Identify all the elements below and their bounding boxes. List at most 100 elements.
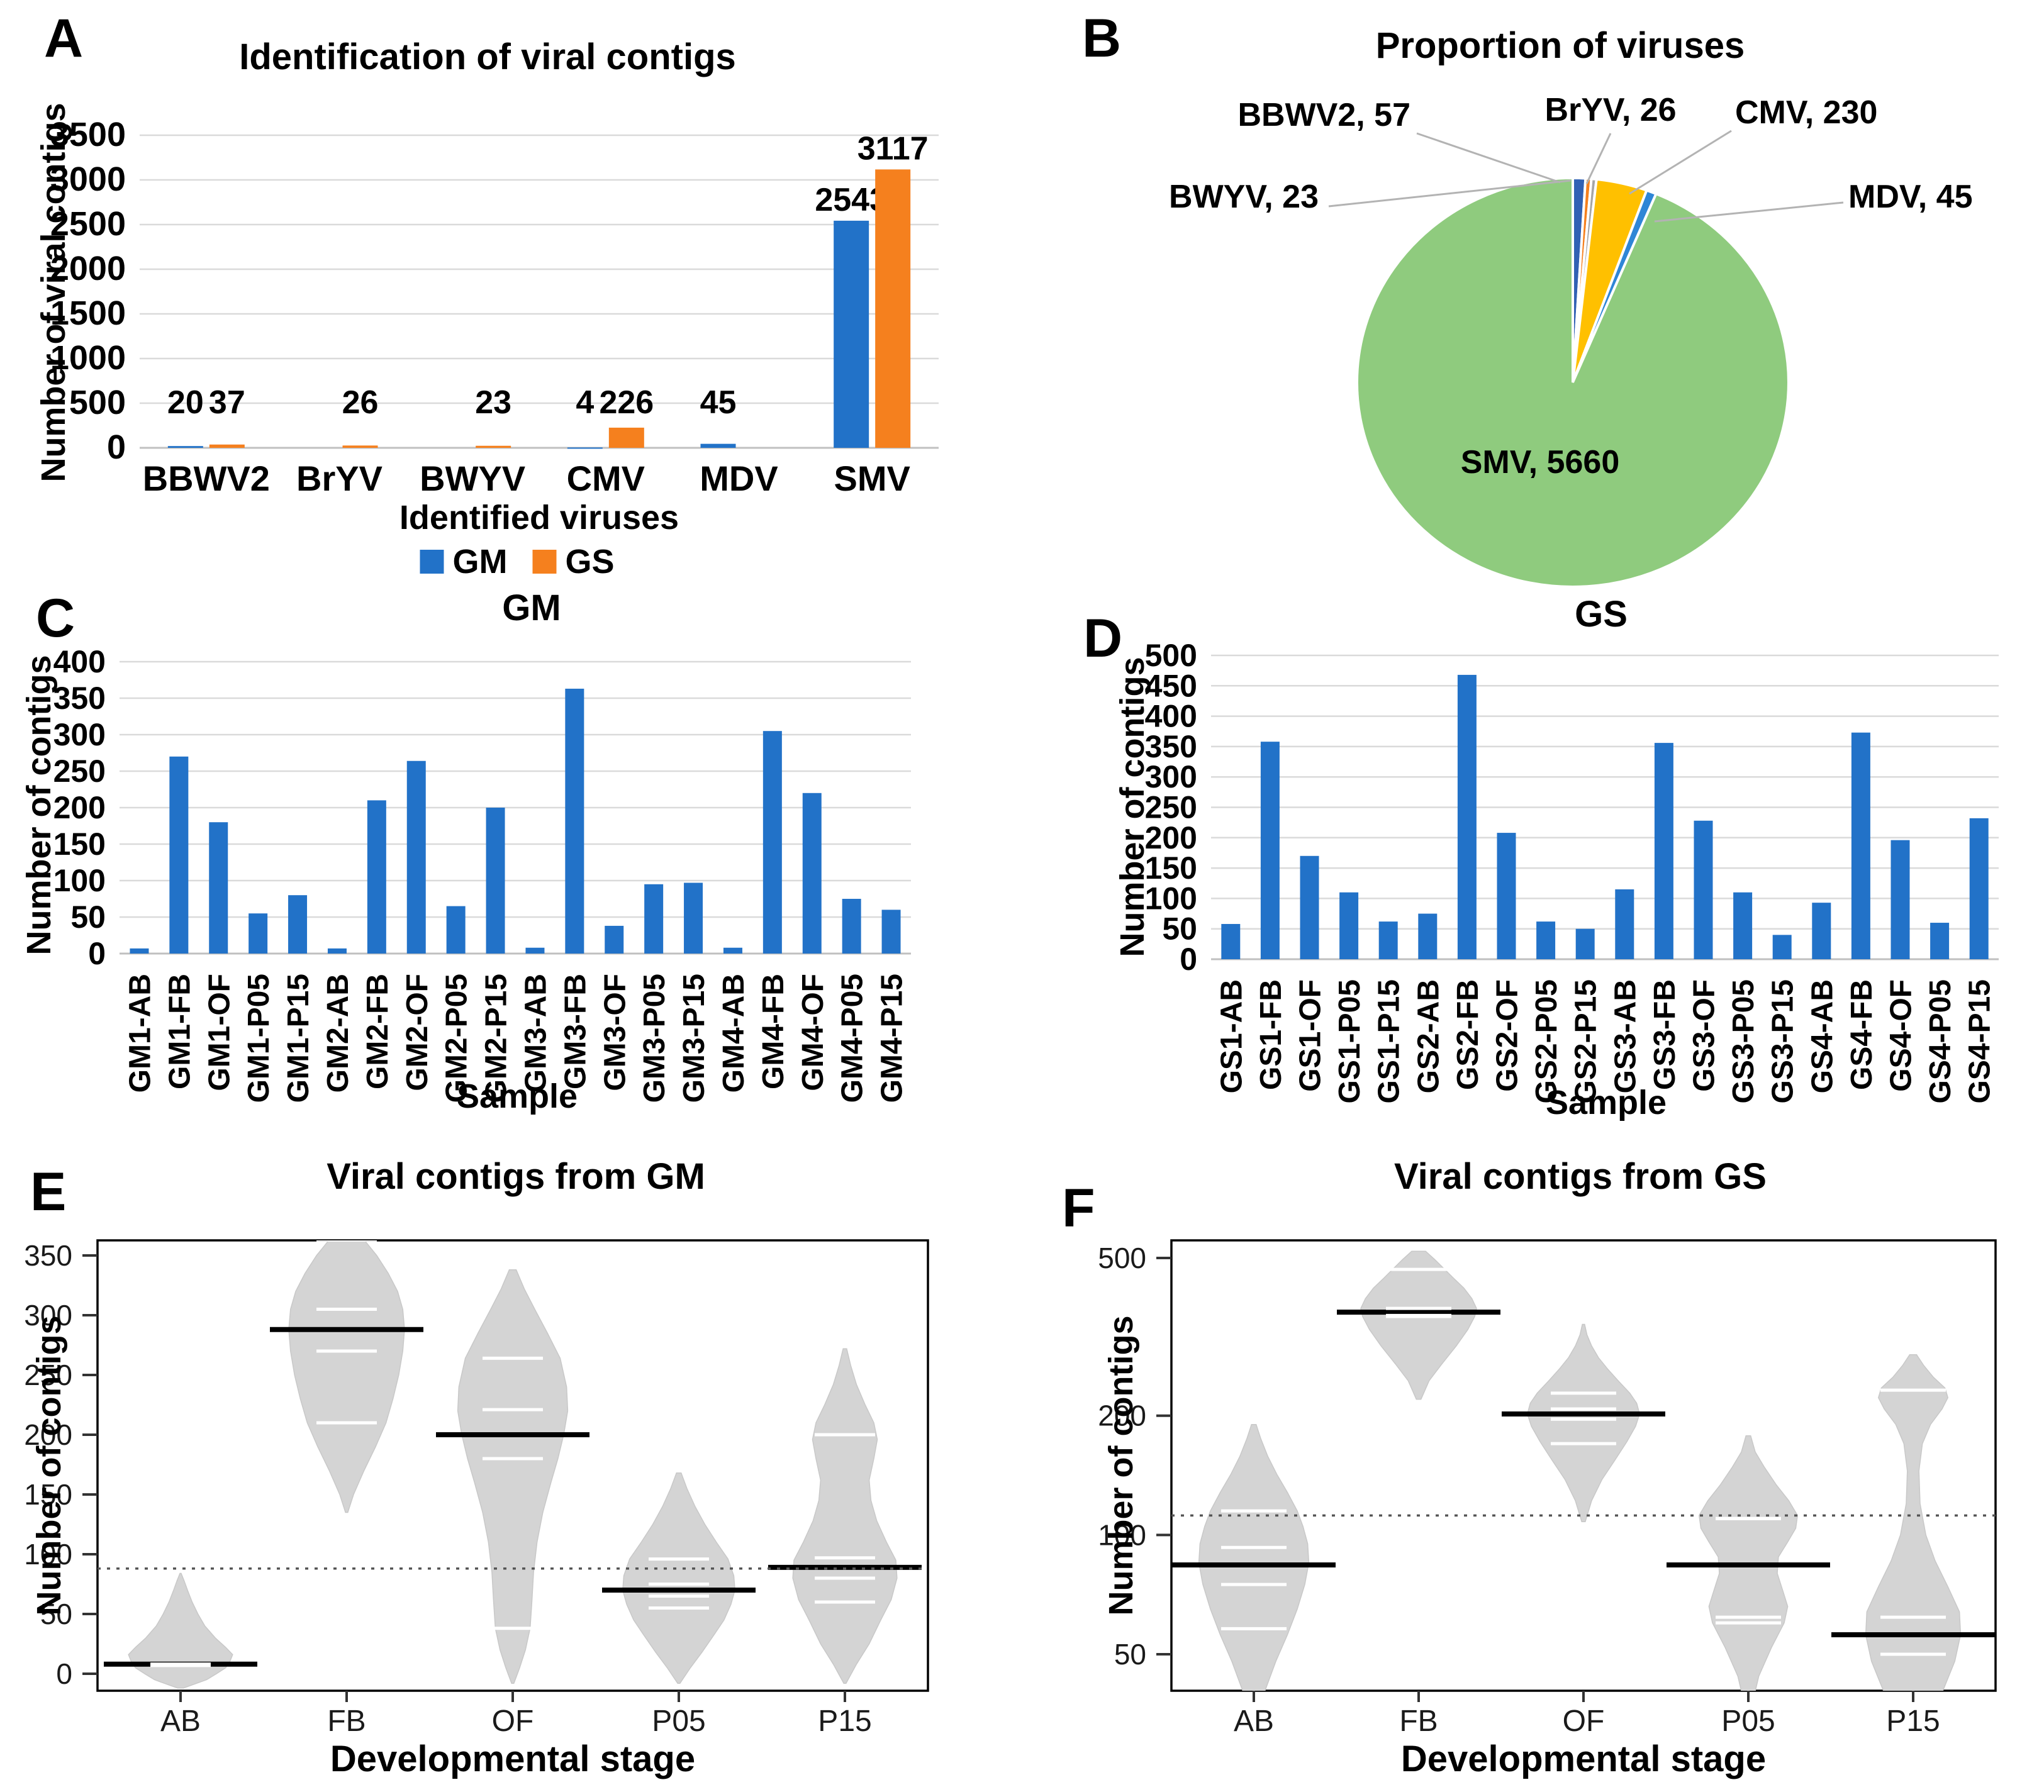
panel-c-title: GM [502, 587, 561, 628]
y-tick-label: 50 [1162, 911, 1197, 947]
bar-GM1-FB-GM [169, 756, 189, 954]
pie-leader-line [1416, 132, 1561, 184]
bar-data-label: 45 [700, 384, 737, 421]
bar-GM4-AB-GM [723, 947, 742, 954]
bar-MDV-GM [700, 443, 736, 448]
bar-GS2-FB-GS [1457, 674, 1477, 959]
x-category-label: GS1-AB [1215, 979, 1248, 1093]
x-category-label: CMV [567, 459, 645, 498]
x-category-label: GM2-P15 [480, 974, 513, 1103]
y-tick-label: 200 [24, 1418, 72, 1451]
x-category-label: GS4-P15 [1963, 979, 1997, 1103]
x-category-label: GM2-FB [361, 974, 394, 1089]
x-category-label: P15 [1886, 1705, 1940, 1738]
panel-e-title: Viral contigs from GM [327, 1156, 705, 1197]
y-tick-label: 200 [53, 790, 106, 825]
bar-GS4-OF-GS [1890, 840, 1910, 959]
y-tick-label: 300 [24, 1299, 72, 1332]
violin-fb [1360, 1250, 1477, 1400]
gm-color-swatch [420, 550, 444, 574]
bar-GS4-FB-GS [1851, 732, 1870, 959]
x-category-label: GM3-P05 [638, 974, 671, 1103]
y-tick-label: 0 [1180, 942, 1197, 977]
x-category-label: GM3-OF [598, 974, 632, 1091]
panel-a-legend: GM GS [420, 543, 615, 581]
panel-d-y-axis-title: Number of contigs [1114, 657, 1151, 957]
bar-GM1-OF-GM [209, 822, 228, 954]
bar-BBWV2-GS [209, 444, 245, 448]
x-category-label: GM4-P05 [836, 974, 869, 1103]
y-tick-label: 50 [1114, 1638, 1146, 1671]
y-tick-label: 100 [24, 1538, 72, 1571]
x-category-label: P15 [818, 1705, 871, 1738]
panel-c-letter: C [36, 588, 75, 648]
pie-leader-line [1654, 201, 1844, 223]
pie-leader-line [1629, 130, 1732, 195]
x-category-label: GM3-FB [559, 974, 592, 1089]
bar-GM1-P05-GM [249, 913, 268, 954]
pie-label-bryv: BrYV, 26 [1544, 92, 1676, 128]
bar-GM4-FB-GM [762, 731, 782, 954]
bar-data-label: 226 [599, 384, 654, 421]
x-category-label: GM3-P15 [678, 974, 711, 1103]
panel-e-letter: E [30, 1162, 67, 1222]
y-tick-label: 500 [1098, 1242, 1146, 1274]
x-category-label: GS4-P05 [1924, 979, 1957, 1103]
legend-label-gs: GS [565, 543, 615, 581]
bar-SMV-GS [875, 169, 911, 448]
x-category-label: GM2-AB [321, 974, 355, 1093]
x-category-label: AB [160, 1705, 201, 1738]
panel-d-x-axis-title: Sample [1545, 1084, 1667, 1121]
bar-data-label: 20 [167, 384, 204, 421]
violin-p15 [792, 1348, 898, 1684]
x-category-label: GM2-OF [401, 974, 434, 1091]
violins [104, 1240, 922, 1689]
y-tick-label: 0 [107, 428, 126, 466]
y-tick-label: 1000 [50, 339, 126, 377]
panel-b-letter: B [1082, 8, 1122, 69]
panel-a-x-axis-title: Identified viruses [399, 499, 679, 537]
x-category-label: GS1-P15 [1373, 979, 1406, 1103]
pie-label-cmv: CMV, 230 [1735, 94, 1877, 131]
bar-CMV-GM [567, 447, 603, 449]
x-category-label: BrYV [296, 459, 383, 498]
x-category-label: MDV [700, 459, 778, 498]
y-tick-label: 500 [1145, 638, 1197, 673]
y-tick-label: 350 [53, 681, 106, 716]
x-category-label: P05 [1721, 1705, 1775, 1738]
bar-SMV-GM [834, 220, 869, 448]
bar-GS1-FB-GS [1260, 742, 1280, 959]
x-category-label: GS1-OF [1294, 979, 1327, 1092]
x-category-label: GS2-AB [1412, 979, 1445, 1093]
x-category-label: GS4-AB [1806, 979, 1839, 1093]
x-category-label: GS3-FB [1648, 979, 1682, 1090]
bar-GM1-P15-GM [288, 895, 308, 954]
y-tick-label: 0 [56, 1657, 72, 1690]
panel-e-y-axis-title: Number of contigs [30, 1315, 68, 1616]
x-category-label: GM4-AB [717, 974, 751, 1093]
violin-ab [128, 1572, 233, 1689]
panel-f-title: Viral contigs from GS [1394, 1156, 1767, 1197]
bar-GS3-P15-GS [1772, 935, 1792, 959]
y-tick-label: 200 [1145, 820, 1197, 855]
y-tick-label: 3000 [50, 160, 126, 198]
y-tick-label: 100 [1145, 881, 1197, 916]
pie-slice-smv [1355, 176, 1790, 588]
x-category-label: FB [1399, 1705, 1438, 1738]
bar-GM3-FB-GM [565, 688, 584, 954]
bar-GS1-P05-GS [1339, 892, 1359, 959]
panel-d-title: GS [1575, 594, 1628, 635]
pie-leader-line [1328, 179, 1572, 208]
violin-p15 [1865, 1354, 1962, 1691]
violin-ab [1198, 1423, 1310, 1691]
panel-a-y-axis-title: Number of viral contigs [35, 103, 72, 482]
bar-GS3-FB-GS [1654, 743, 1673, 959]
y-tick-label: 50 [70, 899, 106, 935]
bar-GM4-P05-GM [842, 899, 861, 954]
x-category-label: GM4-FB [757, 974, 790, 1089]
